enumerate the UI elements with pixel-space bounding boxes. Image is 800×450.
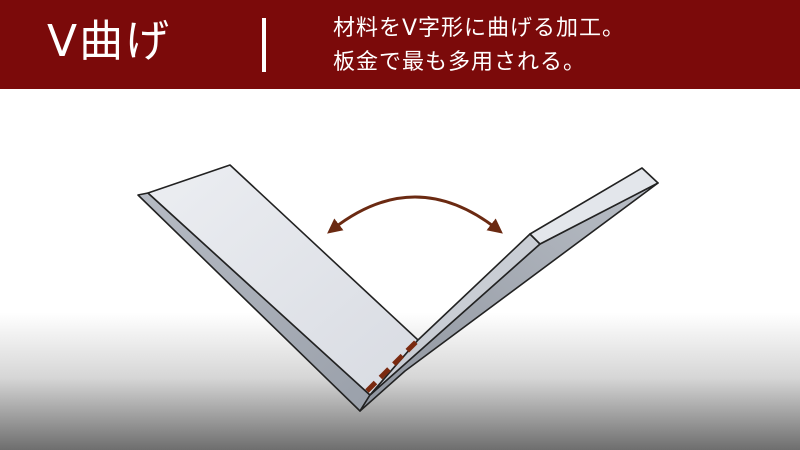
left-plate-face xyxy=(147,164,419,396)
double-headed-arc-arrow-icon xyxy=(327,195,503,234)
description-line-1: 材料をV字形に曲げる加工。 xyxy=(333,16,626,41)
right-plate-underside xyxy=(359,182,659,412)
header-banner: V曲げ 材料をV字形に曲げる加工。 板金で最も多用される。 xyxy=(0,0,800,89)
bend-line-dashed xyxy=(365,340,418,393)
v-bend-illustration xyxy=(137,164,659,412)
description: 材料をV字形に曲げる加工。 板金で最も多用される。 xyxy=(333,12,625,80)
description-line-2: 板金で最も多用される。 xyxy=(333,50,587,75)
page-title: V曲げ xyxy=(47,16,172,67)
right-plate-face xyxy=(369,233,541,396)
illustration-area xyxy=(0,89,800,450)
title-divider xyxy=(262,18,266,72)
right-plate-top xyxy=(529,167,659,245)
